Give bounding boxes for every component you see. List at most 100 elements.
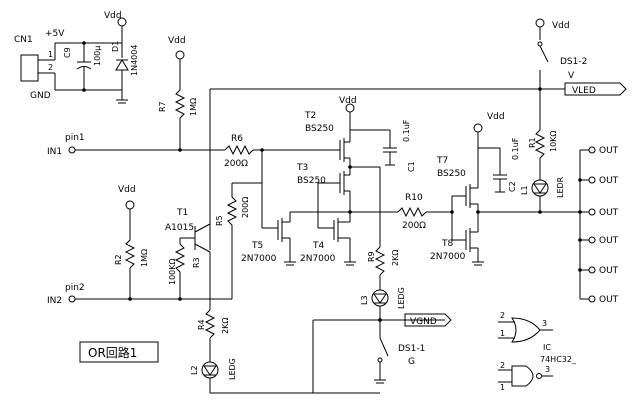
or-pin3: 3 (542, 319, 547, 328)
in1-label: IN1 (47, 147, 62, 157)
ic-value: 74HC32_ (540, 355, 577, 364)
in1-terminal (68, 146, 76, 154)
or-pin2: 2 (500, 311, 505, 320)
vdd-label-t7: Vdd (487, 112, 505, 122)
nand-gate-symbol (511, 365, 534, 387)
r4-value: 2KΩ (221, 318, 230, 334)
d1-value: 1N4004 (130, 45, 139, 76)
r3-label: R3 (192, 257, 201, 268)
out-terminal (588, 208, 596, 216)
power-input-block: CN1 +5V GND 1 2 C9 100μ D1 1N4004 Vdd (14, 11, 139, 104)
c9-label: C9 (63, 47, 72, 58)
r10-label: R10 (405, 193, 423, 203)
title-text: OR回路1 (88, 345, 137, 360)
r5-label: R5 (215, 215, 224, 226)
t7-t8-block: Vdd 0.1uF C2 T7 BS250 T8 2N7000 (430, 112, 580, 266)
ds12-label: DS1-2 (560, 57, 587, 67)
t2-t3-block: Vdd 0.1uF C1 T2 BS250 T3 BS250 (261, 96, 416, 242)
ic-legend: 2 1 3 IC 74HC32_ 2 1 3 (498, 311, 577, 392)
r9-value: 2KΩ (391, 250, 400, 266)
out-label: OUT (599, 146, 619, 156)
vdd-label-ds12: Vdd (552, 21, 570, 31)
ds12-r1-l1-block: Vdd DS1-2 V VLED R1 10KΩ L1 LEDR (520, 18, 627, 212)
ds11-g-label: G (408, 357, 415, 367)
vdd-label-r2: Vdd (118, 185, 136, 195)
nand-pin1: 1 (500, 383, 505, 392)
r7-value: 1MΩ (189, 98, 198, 116)
c2-value: 0.1uF (511, 137, 520, 160)
t5-label: T5 (251, 241, 263, 251)
out-label: OUT (599, 208, 619, 218)
out-terminal (588, 176, 596, 184)
l2-value: LEDG (228, 358, 237, 380)
r9-l3-block: R9 2KΩ L3 LEDG VGND DS1-1 G (312, 242, 452, 393)
nand-pin2: 2 (500, 361, 505, 370)
in2-terminal (68, 295, 76, 303)
plus5v-label: +5V (45, 29, 65, 39)
vdd-label-r7: Vdd (168, 36, 186, 46)
gnd-label: GND (30, 91, 51, 101)
pin2-label: pin2 (65, 283, 85, 293)
r4-label: R4 (197, 319, 206, 330)
out-terminal (588, 146, 596, 154)
cn1-connector (20, 54, 39, 82)
vdd-label-d1: Vdd (104, 11, 122, 21)
c9-value: 100μ (93, 46, 102, 66)
t3-value: BS250 (297, 176, 326, 186)
vled-flag (564, 82, 627, 96)
vdd-label-t2: Vdd (339, 96, 357, 106)
title-box: OR回路1 (79, 341, 159, 363)
title-frame (79, 341, 159, 363)
t5-value: 2N7000 (241, 254, 277, 264)
r1-value: 10KΩ (549, 130, 558, 152)
r2-value: 1MΩ (140, 249, 149, 267)
vdd-terminal-t7 (473, 123, 483, 133)
out-label: OUT (599, 295, 619, 305)
t8-label: T8 (441, 239, 453, 249)
r5-value: 200Ω (241, 197, 250, 218)
r7-block: Vdd R7 1MΩ (158, 36, 198, 150)
ds11-label: DS1-1 (398, 344, 425, 354)
t2-value: BS250 (305, 124, 334, 134)
ic-label: IC (543, 343, 551, 352)
out-terminal (588, 266, 596, 274)
r6-value: 200Ω (224, 159, 248, 169)
out-terminal (588, 236, 596, 244)
cn-pin1-number: 1 (48, 50, 53, 59)
r10-value: 200Ω (402, 221, 426, 231)
vdd-terminal-d1 (117, 17, 127, 27)
r1-label: R1 (528, 137, 537, 148)
t4-t5-block: T5 2N7000 T4 2N7000 (241, 211, 356, 266)
t8-value: 2N7000 (430, 252, 466, 262)
t7-label: T7 (436, 156, 448, 166)
out-label: OUT (599, 176, 619, 186)
t4-value: 2N7000 (300, 254, 336, 264)
pin1-label: pin1 (65, 133, 85, 143)
l1-label: L1 (520, 185, 529, 195)
r3-value: 100KΩ (168, 258, 177, 285)
l2-label: L2 (190, 365, 199, 375)
t4-label: T4 (312, 241, 324, 251)
vdd-terminal-r2 (125, 200, 135, 210)
t2-label: T2 (304, 111, 316, 121)
vdd-terminal-r7 (175, 50, 185, 60)
c1-value: 0.1uF (402, 119, 411, 142)
vled-label: VLED (572, 86, 596, 96)
cn1-label: CN1 (14, 35, 33, 45)
t1-value: A1015 (165, 223, 194, 233)
l1-value: LEDR (556, 176, 565, 198)
t1-label: T1 (176, 208, 188, 218)
l3-value: LEDG (397, 287, 406, 309)
vgnd-label: VGND (410, 317, 437, 327)
nand-pin3: 3 (545, 365, 550, 374)
out-bus: OUT OUT OUT OUT OUT OUT (578, 146, 619, 305)
r2-label: R2 (114, 254, 123, 265)
r9-label: R9 (367, 251, 376, 262)
cn-pin2-number: 2 (48, 63, 53, 72)
d1-label: D1 (111, 41, 120, 52)
c2-label: C2 (508, 181, 517, 192)
in2-label: IN2 (47, 296, 62, 306)
r7-label: R7 (158, 101, 167, 112)
out-terminal (588, 295, 596, 303)
